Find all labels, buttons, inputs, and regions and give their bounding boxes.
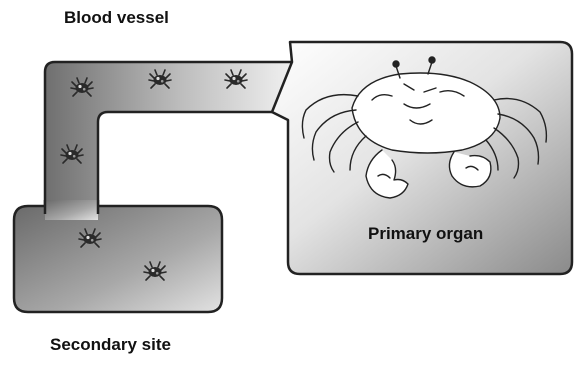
secondary-site-label: Secondary site [50, 335, 171, 355]
secondary-site-shape [14, 206, 222, 312]
blood-vessel-label: Blood vessel [64, 8, 169, 28]
primary-organ-label: Primary organ [368, 224, 483, 244]
